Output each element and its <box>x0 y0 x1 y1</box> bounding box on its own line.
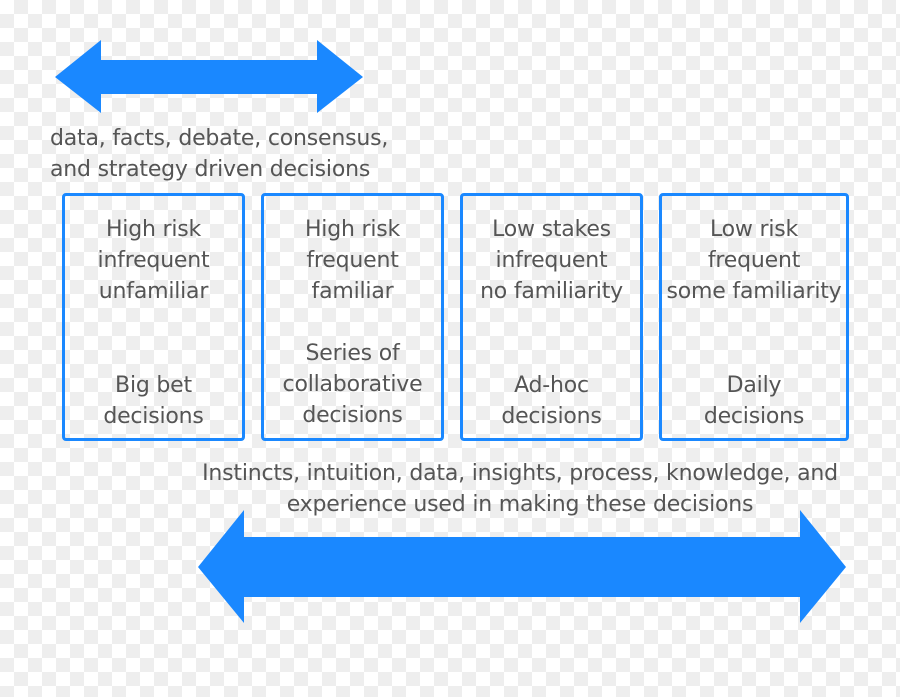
box-desc-line: Low risk <box>709 217 799 242</box>
box-description: High risk infrequent unfamiliar <box>65 214 242 307</box>
bottom-double-arrow <box>198 510 846 623</box>
box-desc-line: High risk <box>105 217 202 242</box>
box-kind-line: Ad-hoc <box>514 373 589 398</box>
box-description: High risk frequent familiar <box>264 214 441 307</box>
top-double-arrow <box>55 40 363 113</box>
box-desc-line: infrequent <box>97 248 210 273</box>
box-desc-line: infrequent <box>495 248 608 273</box>
box-kind-line: decisions <box>703 404 805 429</box>
box-desc-line: familiar <box>311 279 394 304</box>
bottom-caption-line-1: Instincts, intuition, data, insights, pr… <box>202 461 838 486</box>
box-desc-line: Low stakes <box>492 217 611 242</box>
box-kind-line: decisions <box>103 404 204 429</box>
bottom-caption: Instincts, intuition, data, insights, pr… <box>190 458 850 520</box>
box-desc-line: frequent <box>306 248 399 273</box>
box-desc-line: High risk <box>304 217 401 242</box>
box-desc-line: unfamiliar <box>98 279 209 304</box>
box-kind-line: Daily <box>726 373 782 398</box>
decision-box-big-bet: High risk infrequent unfamiliar Big bet … <box>62 193 245 441</box>
box-desc-line: frequent <box>707 248 801 273</box>
decision-box-daily: Low risk frequent some familiarity Daily… <box>659 193 849 441</box>
top-caption: data, facts, debate, consensus, and stra… <box>50 123 388 185</box>
box-kind-line: Big bet <box>115 373 192 398</box>
bottom-arrow-shape <box>198 510 846 623</box>
box-decision-type: Big bet decisions <box>65 370 242 432</box>
box-kind-line: collaborative <box>282 372 423 397</box>
decision-box-collaborative: High risk frequent familiar Series of co… <box>261 193 444 441</box>
bottom-caption-line-2: experience used in making these decision… <box>286 492 754 517</box>
box-kind-line: decisions <box>302 403 403 428</box>
box-kind-line: Series of <box>305 341 400 366</box>
top-caption-line-2: and strategy driven decisions <box>50 157 371 182</box>
box-description: Low risk frequent some familiarity <box>662 214 846 307</box>
box-description: Low stakes infrequent no familiarity <box>463 214 640 307</box>
top-caption-line-1: data, facts, debate, consensus, <box>50 126 389 151</box>
box-kind-line: decisions <box>501 404 602 429</box>
box-decision-type: Ad-hoc decisions <box>463 370 640 432</box>
box-desc-line: some familiarity <box>666 279 842 304</box>
decision-box-ad-hoc: Low stakes infrequent no familiarity Ad-… <box>460 193 643 441</box>
box-decision-type: Series of collaborative decisions <box>264 338 441 431</box>
top-arrow-shape <box>55 40 363 113</box>
box-desc-line: no familiarity <box>480 279 623 304</box>
box-decision-type: Daily decisions <box>662 370 846 432</box>
